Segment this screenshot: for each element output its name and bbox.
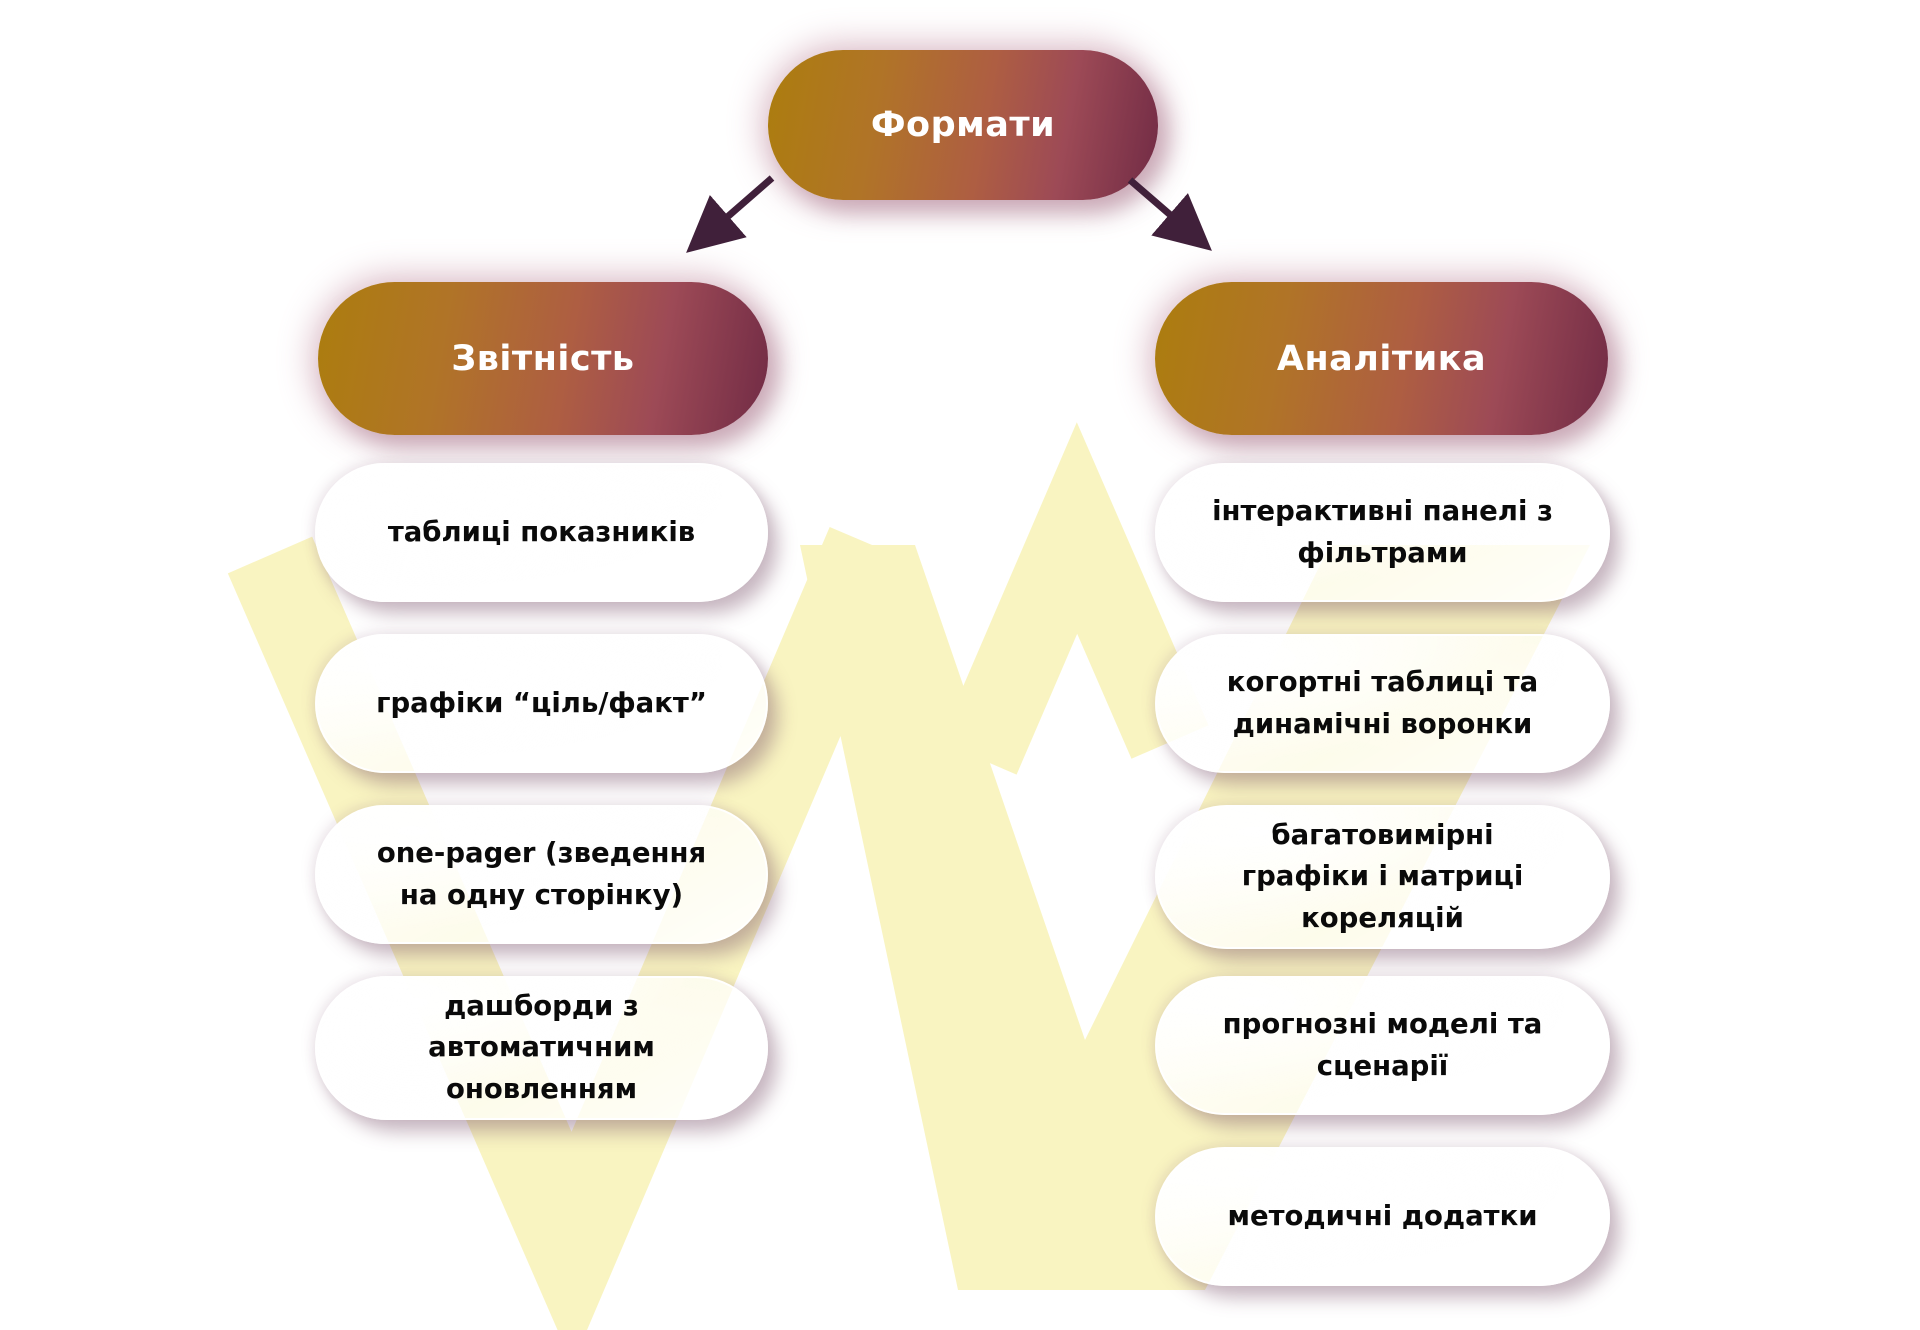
arrow-to-zvitnist — [686, 175, 775, 253]
root-node-label: Формати — [870, 105, 1056, 145]
list-item: інтерактивні панелі з фільтрами — [1155, 463, 1610, 602]
arrow-to-analityka — [1127, 177, 1212, 251]
list-item: прогнозні моделі та сценарії — [1155, 976, 1610, 1115]
list-item: дашборди з автоматичним оновленням — [315, 976, 768, 1120]
list-item-label: таблиці показників — [387, 515, 696, 548]
list-item: one-pager (зведення на одну сторінку) — [315, 805, 768, 944]
list-item: багатовимірні графіки і матриці кореляці… — [1155, 805, 1610, 949]
list-item-label: інтерактивні панелі з фільтрами — [1212, 495, 1553, 569]
branch-node-label: Звітність — [451, 338, 635, 379]
list-item-label: методичні додатки — [1227, 1199, 1538, 1232]
root-node-formaty: Формати — [768, 50, 1158, 200]
list-item-label: one-pager (зведення на одну сторінку) — [376, 837, 707, 911]
list-item-label: графіки “ціль/факт” — [376, 686, 707, 719]
list-item: графіки “ціль/факт” — [315, 634, 768, 773]
list-item: методичні додатки — [1155, 1147, 1610, 1286]
branch-node-analityka: Аналітика — [1155, 282, 1608, 435]
list-item-label: прогнозні моделі та сценарії — [1222, 1008, 1543, 1082]
branch-node-zvitnist: Звітність — [318, 282, 768, 435]
list-item-label: багатовимірні графіки і матриці кореляці… — [1241, 819, 1524, 934]
list-item-label: когортні таблиці та динамічні воронки — [1226, 666, 1539, 740]
list-item: таблиці показників — [315, 463, 768, 602]
list-item: когортні таблиці та динамічні воронки — [1155, 634, 1610, 773]
list-item-label: дашборди з автоматичним оновленням — [428, 990, 655, 1105]
branch-node-label: Аналітика — [1276, 338, 1487, 379]
